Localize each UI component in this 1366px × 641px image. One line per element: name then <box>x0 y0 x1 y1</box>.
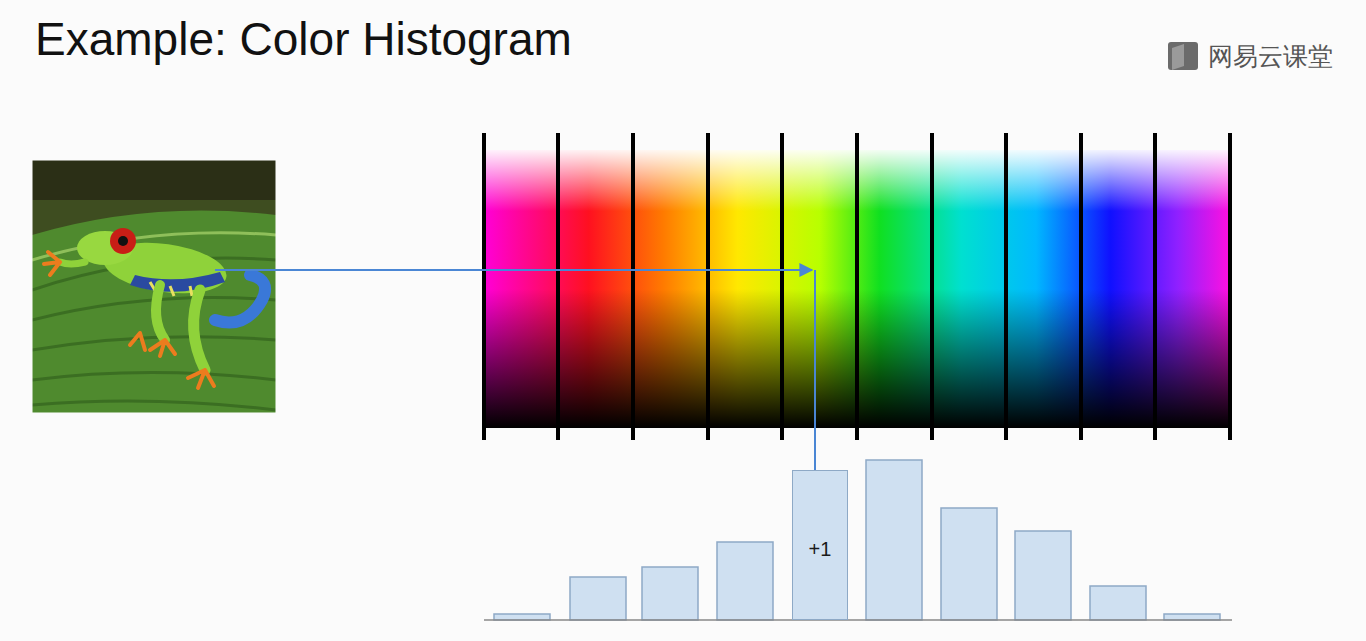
histogram-axis <box>484 619 1232 621</box>
histogram-bars <box>494 460 1220 620</box>
count-label: +1 <box>793 537 847 561</box>
frog-photo <box>32 160 276 413</box>
pixel-arrow <box>215 270 815 516</box>
bin-dividers <box>484 133 1230 440</box>
watermark: 网易云课堂 <box>1208 41 1333 71</box>
watermark-icon <box>1168 42 1198 70</box>
slide-title: Example: Color Histogram <box>35 16 572 62</box>
histogram-bar: +1 <box>792 470 848 620</box>
